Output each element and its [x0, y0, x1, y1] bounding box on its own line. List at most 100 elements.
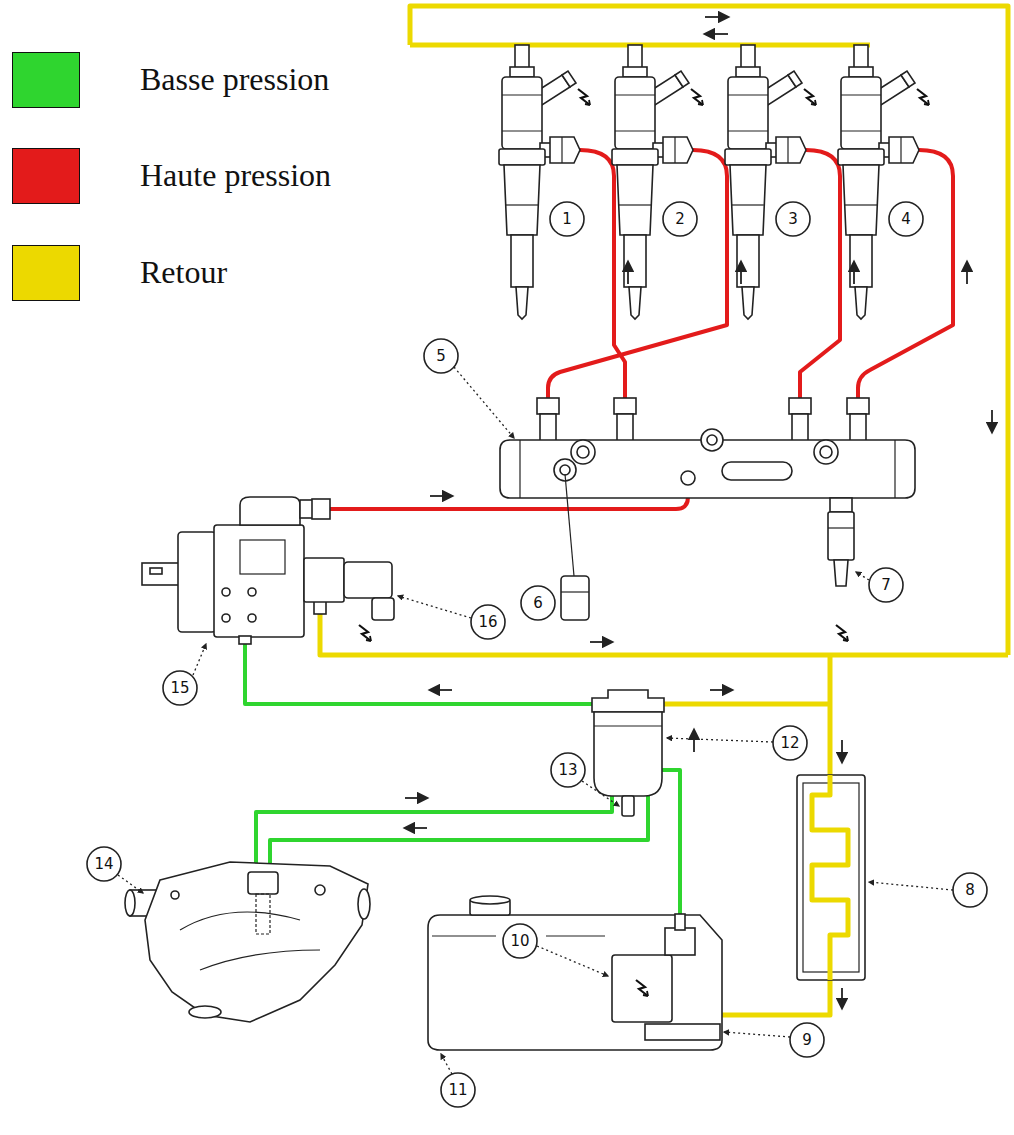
flow-arrow [405, 797, 427, 799]
common-rail [894, 440, 895, 498]
high-pressure-pump [312, 499, 330, 519]
injector [838, 45, 929, 319]
callout-circle [790, 1023, 824, 1057]
common-rail [850, 414, 866, 442]
callout-number: 10 [510, 934, 529, 949]
common-rail [722, 462, 792, 480]
common-rail [560, 465, 570, 475]
callout-circle [424, 339, 458, 373]
fuel-cooler [797, 775, 865, 980]
fuel-tank [470, 896, 510, 904]
pump-regulator [372, 598, 394, 620]
high-pressure-pump [240, 540, 285, 574]
rail-valve [836, 625, 848, 641]
rail-valve [834, 560, 848, 586]
callout-circle [441, 1073, 475, 1107]
injector [612, 45, 703, 319]
callout-number: 7 [881, 578, 891, 593]
pressure-sensor [561, 474, 589, 620]
thermostat-housing [358, 889, 370, 919]
leader-line [118, 875, 143, 893]
legend-text: Basse pression [140, 62, 329, 97]
callout-circle [551, 753, 585, 787]
flow-arrow [405, 17, 992, 1008]
injector [499, 45, 929, 319]
flow-arrow [693, 730, 695, 752]
callout-number: 1 [562, 212, 572, 227]
callout-number: 12 [780, 736, 799, 751]
callout-number: 15 [170, 681, 189, 696]
flow-arrow [627, 262, 629, 284]
callout-circle [521, 586, 555, 620]
high-pressure-pump [240, 497, 300, 525]
injector [725, 45, 816, 319]
flow-arrow [853, 262, 855, 284]
common-rail [571, 440, 595, 464]
tank-pump [636, 980, 648, 996]
leader-line [537, 946, 608, 976]
leader-line [441, 1054, 452, 1074]
legend-swatch [12, 245, 80, 301]
low-pressure-pipe [245, 638, 592, 704]
flow-arrow [430, 689, 452, 691]
legend-text: Haute pression [140, 158, 331, 193]
fuel-cooler [797, 775, 865, 980]
return-pipe [320, 6, 1008, 1015]
thermostat-housing [145, 862, 368, 1022]
fuel-filter [594, 725, 662, 726]
flow-arrow [705, 33, 728, 35]
injector [499, 45, 590, 319]
callout-circle [550, 202, 584, 236]
fuel-cooler [812, 775, 848, 980]
callout-number: 13 [558, 763, 577, 778]
fuel-filter [592, 690, 664, 816]
callout-circle [889, 202, 923, 236]
flow-arrow [405, 827, 427, 829]
callout-circle [773, 726, 807, 760]
high-pressure-pump [142, 563, 180, 585]
callout-circle [663, 202, 697, 236]
legend-swatch [12, 148, 80, 204]
common-rail [681, 471, 695, 485]
common-rail [830, 498, 852, 512]
fuel-filter [622, 796, 634, 816]
leader-line [724, 1032, 790, 1037]
callout-circle [869, 568, 903, 602]
common-rail [537, 398, 559, 414]
tank-pump [612, 955, 672, 1022]
high-pressure-pump [150, 568, 162, 574]
callout-number: 5 [436, 349, 446, 364]
callout-number: 11 [448, 1083, 467, 1098]
thermostat-housing [180, 912, 320, 970]
thermostat-housing [171, 891, 179, 899]
legend-swatch [12, 52, 80, 108]
flow-arrow [430, 495, 452, 497]
rail-valve [828, 512, 854, 560]
fuel-tank [645, 1024, 720, 1040]
flow-arrow [705, 16, 728, 18]
low-pressure-pipe [256, 796, 612, 874]
pump-regulator [359, 625, 371, 641]
return-pipe [722, 980, 830, 1015]
legend-text: Retour [140, 255, 227, 290]
callout-circle [87, 202, 987, 1107]
return-pipe [828, 655, 833, 775]
return-pipe [410, 6, 1008, 655]
thermostat-housing [256, 894, 270, 934]
leader-line [118, 367, 953, 1074]
low-pressure-pipe [662, 770, 680, 916]
flow-arrow [966, 262, 968, 284]
high-pressure-pump [178, 532, 216, 632]
pump-regulator [304, 558, 344, 602]
thermostat-housing [125, 862, 370, 1022]
thermostat-housing [125, 890, 135, 916]
tank-pump [612, 914, 695, 1022]
common-rail [500, 398, 915, 512]
pressure-sensor [561, 591, 589, 592]
callout-circle [776, 202, 810, 236]
callout-number: 4 [901, 212, 911, 227]
pump-regulator [304, 558, 394, 641]
callout-number: 16 [478, 615, 497, 630]
leader-line [667, 738, 773, 742]
